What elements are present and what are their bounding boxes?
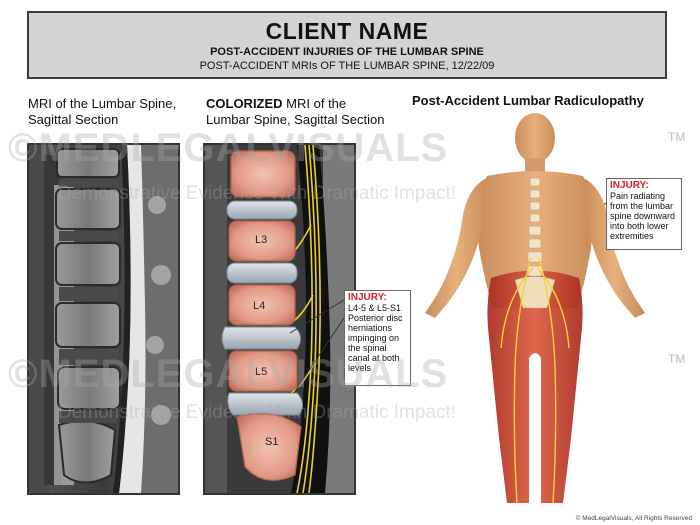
mid-caption-bold: COLORIZED <box>206 96 283 111</box>
mid-caption-line2: Lumbar Spine, Sagittal Section <box>206 112 385 127</box>
body-injury-text: Pain radiating from the lumbar spine dow… <box>610 191 676 241</box>
right-panel-title: Post-Accident Lumbar Radiculopathy <box>412 93 644 108</box>
mri-injury-label: INJURY: <box>348 292 387 303</box>
header-box: CLIENT NAME POST-ACCIDENT INJURIES OF TH… <box>27 11 667 79</box>
mri-grayscale-panel <box>27 143 180 495</box>
mid-caption-rest: MRI of the <box>282 96 347 111</box>
mri-grayscale-image <box>29 145 178 493</box>
vertebra-label-l5: L5 <box>255 366 267 378</box>
header-subtitle-date: POST-ACCIDENT MRIs OF THE LUMBAR SPINE, … <box>199 60 495 72</box>
client-name-title: CLIENT NAME <box>265 18 429 44</box>
body-injury-callout: INJURY: Pain radiating from the lumbar s… <box>606 178 682 250</box>
mri-injury-callout: INJURY: L4-5 & L5-S1 Posterior disc hern… <box>344 290 411 386</box>
vertebra-label-l4: L4 <box>253 300 265 312</box>
vertebra-label-s1: S1 <box>265 436 278 448</box>
mri-injury-text: L4-5 & L5-S1 Posterior disc herniations … <box>348 303 403 373</box>
vertebra-label-l3: L3 <box>255 234 267 246</box>
left-panel-caption: MRI of the Lumbar Spine, Sagittal Sectio… <box>28 96 176 128</box>
body-radiculopathy-illustration <box>425 113 645 504</box>
header-subtitle: POST-ACCIDENT INJURIES OF THE LUMBAR SPI… <box>210 46 484 58</box>
body-injury-label: INJURY: <box>610 180 649 191</box>
trademark-mark-bottom: TM <box>668 352 686 366</box>
mid-panel-caption: COLORIZED MRI of the Lumbar Spine, Sagit… <box>206 96 385 128</box>
mri-colorized-image: L3 L4 L5 S1 <box>205 145 354 493</box>
mri-colorized-panel: L3 L4 L5 S1 <box>203 143 356 495</box>
left-caption-line2: Sagittal Section <box>28 112 119 127</box>
copyright-footer: © MedLegalVisuals, All Rights Reserved <box>575 515 692 522</box>
left-caption-line1: MRI of the Lumbar Spine, <box>28 96 177 111</box>
trademark-mark-top: TM <box>668 130 686 144</box>
